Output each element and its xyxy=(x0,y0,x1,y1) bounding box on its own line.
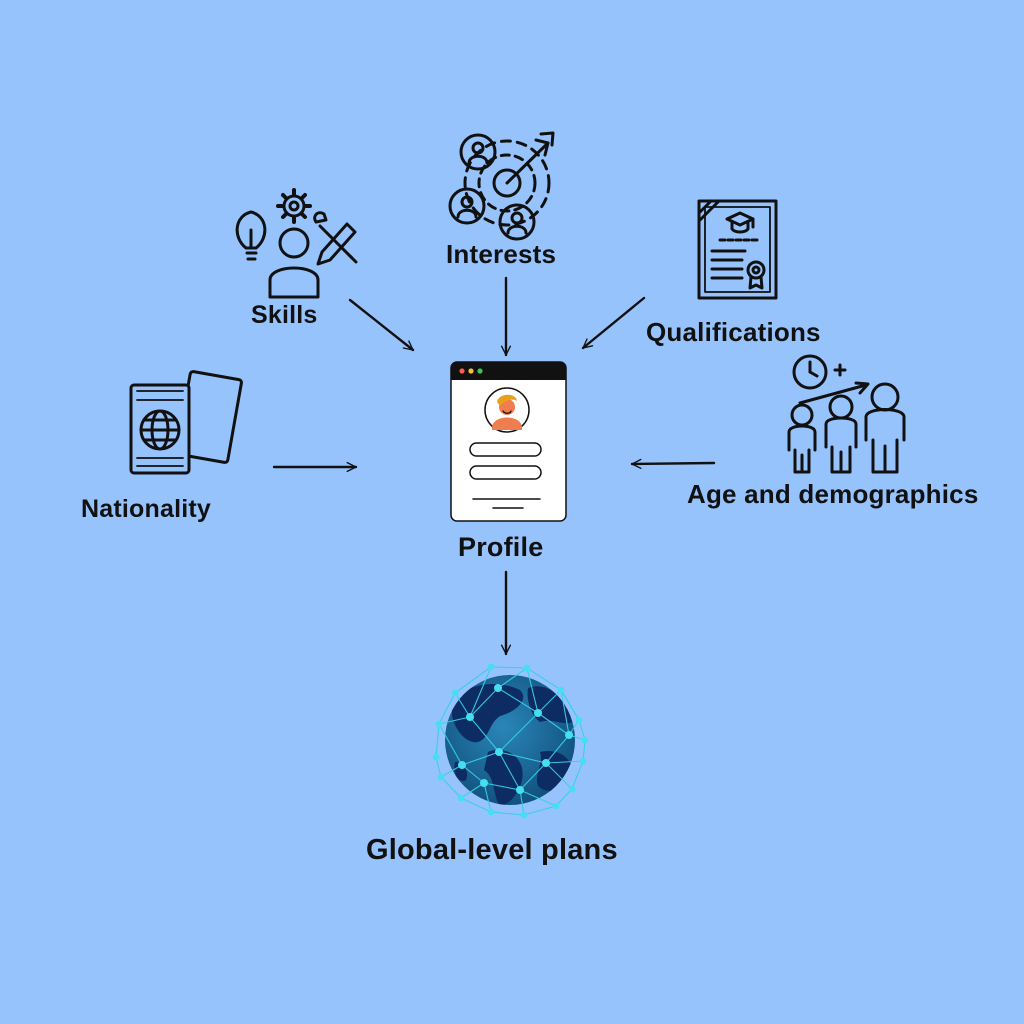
skills-person-icon xyxy=(235,188,358,299)
global-plans-label: Global-level plans xyxy=(366,834,618,866)
age-demographics-label: Age and demographics xyxy=(687,479,979,509)
passport-icon xyxy=(129,370,243,475)
arrow-age-to-profile xyxy=(630,458,716,469)
arrow-skills-to-profile xyxy=(348,298,415,352)
certificate-icon xyxy=(697,199,778,300)
profile-window-icon xyxy=(450,361,567,522)
qualifications-label: Qualifications xyxy=(646,317,821,347)
interests-target-icon xyxy=(448,131,555,241)
interests-label: Interests xyxy=(446,239,557,269)
arrow-qualifications-to-profile xyxy=(581,296,646,350)
profile-label: Profile xyxy=(458,532,544,562)
age-demographics-icon xyxy=(787,354,906,474)
skills-label: Skills xyxy=(251,301,318,329)
globe-network-icon xyxy=(432,663,589,819)
nationality-label: Nationality xyxy=(81,495,211,523)
arrows xyxy=(272,276,716,656)
